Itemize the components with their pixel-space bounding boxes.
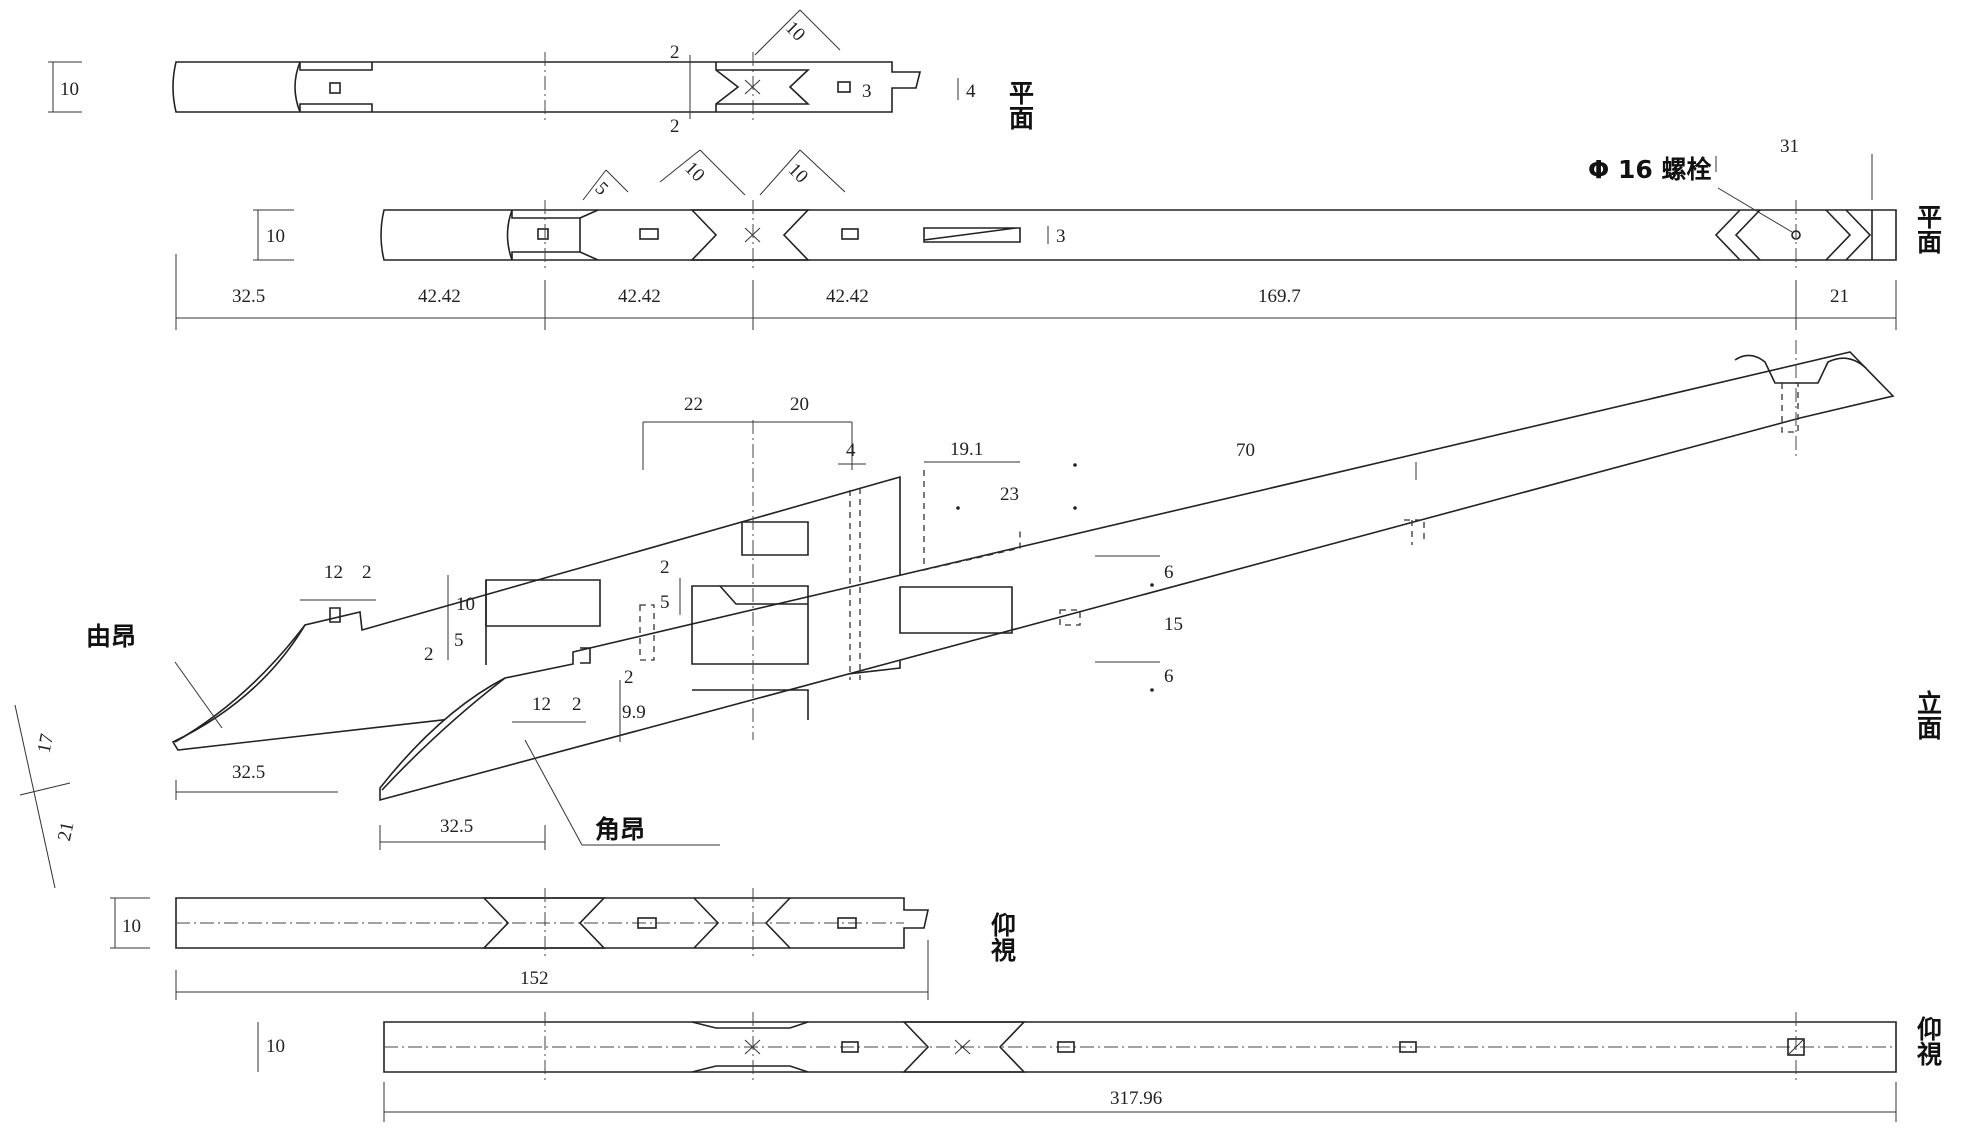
elev-dim-6a: 6 [1164, 562, 1174, 583]
elev-dim-10: 10 [456, 594, 475, 615]
elev-dim-2c: 2 [660, 557, 670, 578]
plan1-height: 10 [60, 79, 79, 100]
bottom-view-1: 10 152 仰視 [110, 888, 1017, 1000]
elev-dim-12a: 12 [324, 562, 343, 583]
bottom2-height: 10 [266, 1036, 285, 1057]
plan2-seg-42-42b: 42.42 [618, 286, 661, 307]
elev-dim-9-9: 9.9 [622, 702, 646, 723]
elev-dim-23: 23 [1000, 484, 1019, 505]
elev-dim-32-5a: 32.5 [232, 762, 265, 783]
plan1-dim-4: 4 [966, 81, 976, 102]
plan-label-1: 平面 [1006, 80, 1035, 130]
jiaoang-label: 角昂 [595, 815, 645, 844]
elev-dim-15: 15 [1164, 614, 1183, 635]
plan2-height: 10 [266, 226, 285, 247]
elev-dim-20: 20 [790, 394, 809, 415]
elev-dim-6b: 6 [1164, 666, 1174, 687]
bottom-label-2: 仰視 [1914, 1015, 1943, 1066]
youang-label: 由昂 [86, 622, 136, 651]
plan2-seg-169-7: 169.7 [1258, 286, 1301, 307]
plan1-dim-2b: 2 [670, 116, 680, 137]
plan2-seg-42-42a: 42.42 [418, 286, 461, 307]
plan1-dim-2a: 2 [670, 42, 680, 63]
plan1-dim-3: 3 [862, 81, 872, 102]
elevation-view: 22 20 4 19.1 70 23 12 2 10 5 2 2 5 2 12 … [14, 340, 1943, 889]
plan2-seg-21: 21 [1830, 286, 1849, 307]
plan1-dim-10: 10 [781, 17, 809, 45]
elevation-label: 立面 [1914, 689, 1943, 740]
plan-label-2: 平面 [1914, 204, 1943, 254]
plan2-seg-32-5: 32.5 [232, 286, 265, 307]
elev-dim-2e: 2 [572, 694, 582, 715]
plan2-dim-3: 3 [1056, 226, 1066, 247]
plan2-seg-42-42c: 42.42 [826, 286, 869, 307]
elev-dim-5a: 5 [454, 630, 464, 651]
bottom2-length: 317.96 [1110, 1088, 1162, 1109]
plan2-dim-31: 31 [1780, 136, 1799, 157]
elev-dim-19-1: 19.1 [950, 439, 983, 460]
elev-dim-17: 17 [34, 732, 58, 755]
bolt-label: Φ 16 螺栓 [1588, 155, 1711, 184]
elev-dim-32-5b: 32.5 [440, 816, 473, 837]
bottom-view-2: 10 317.96 仰視 [257, 1012, 1943, 1122]
bottom1-height: 10 [122, 916, 141, 937]
bottom1-length: 152 [520, 968, 549, 989]
elev-dim-5b: 5 [660, 592, 670, 613]
bottom-label-1: 仰視 [988, 911, 1017, 962]
elev-dim-2d: 2 [624, 667, 634, 688]
elev-dim-2b: 2 [424, 644, 434, 665]
elev-dim-22: 22 [684, 394, 703, 415]
plan-view-2: 31 Φ 16 螺栓 10 5 10 10 3 平面 32.5 42.42 42… [175, 136, 1943, 330]
elev-dim-2a: 2 [362, 562, 372, 583]
elev-dim-12b: 12 [532, 694, 551, 715]
plan-view-1: 10 2 2 10 3 4 平面 [48, 9, 1035, 137]
elev-dim-21: 21 [54, 820, 78, 843]
plan2-dim-5: 5 [591, 178, 613, 200]
elev-dim-70: 70 [1236, 440, 1255, 461]
elev-dim-4: 4 [846, 440, 856, 461]
